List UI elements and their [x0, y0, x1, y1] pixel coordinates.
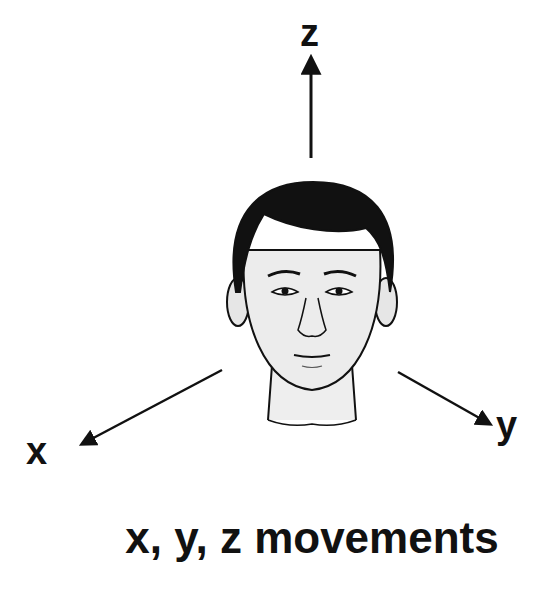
y-axis-arrow	[398, 372, 490, 424]
x-axis-label: x	[26, 432, 47, 470]
y-axis-label: y	[496, 406, 517, 444]
figure-caption: x, y, z movements	[125, 516, 498, 560]
x-axis-arrow	[82, 370, 222, 444]
z-axis-label: z	[300, 14, 319, 52]
z-axis-arrow	[310, 58, 313, 158]
